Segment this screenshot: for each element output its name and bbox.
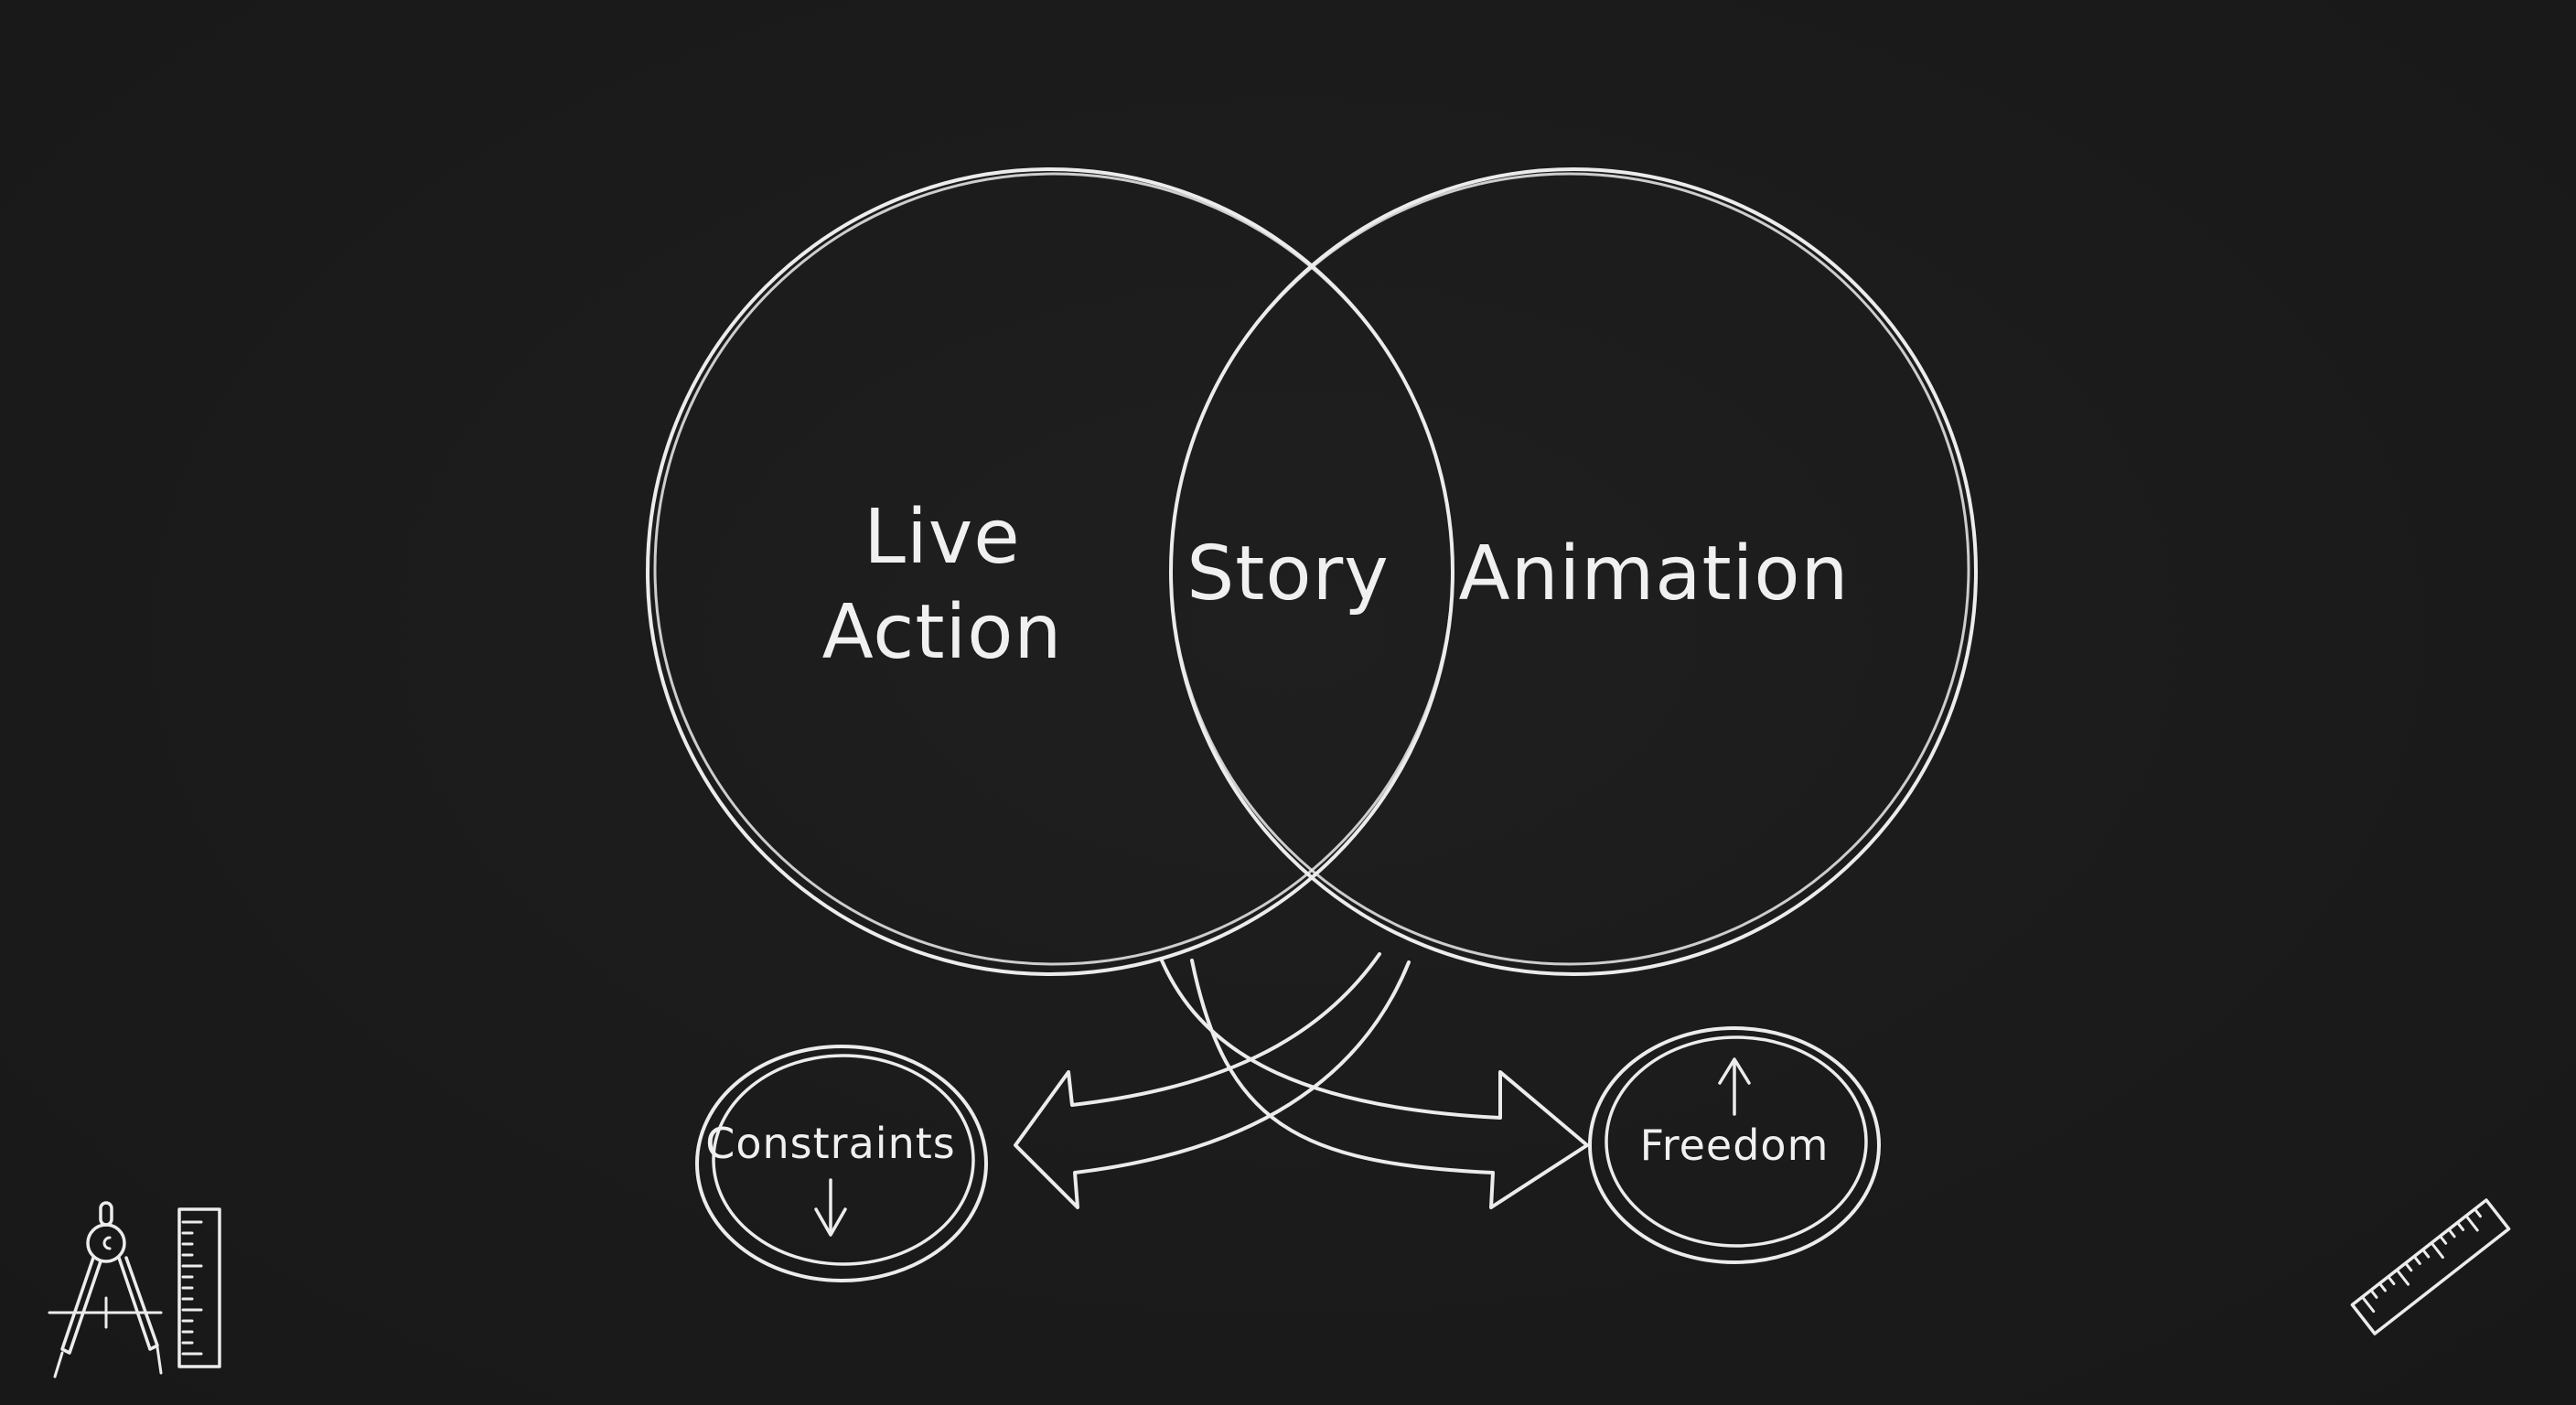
constraints-label: Constraints	[705, 1119, 956, 1168]
freedom-label: Freedom	[1639, 1121, 1830, 1170]
story-label: Story	[1186, 531, 1390, 617]
vertical-ruler-icon	[177, 1207, 221, 1368]
constraints-ellipse	[695, 1045, 988, 1282]
venn-circle-live-action	[646, 167, 1454, 976]
live-action-line1: Live	[864, 494, 1021, 581]
arrow-to-freedom	[1160, 959, 1589, 1209]
animation-label: Animation	[1458, 531, 1850, 617]
live-action-line2: Action	[821, 589, 1063, 676]
up-arrow-icon	[1718, 1057, 1751, 1116]
diagonal-ruler-icon	[2350, 1198, 2511, 1335]
live-action-label: Live Action	[822, 490, 1063, 681]
venn-circle-animation	[1169, 167, 1978, 976]
compass-icon	[48, 1201, 163, 1378]
arrow-to-constraints	[1014, 952, 1411, 1209]
freedom-ellipse	[1588, 1026, 1881, 1264]
down-arrow-icon	[814, 1178, 847, 1237]
